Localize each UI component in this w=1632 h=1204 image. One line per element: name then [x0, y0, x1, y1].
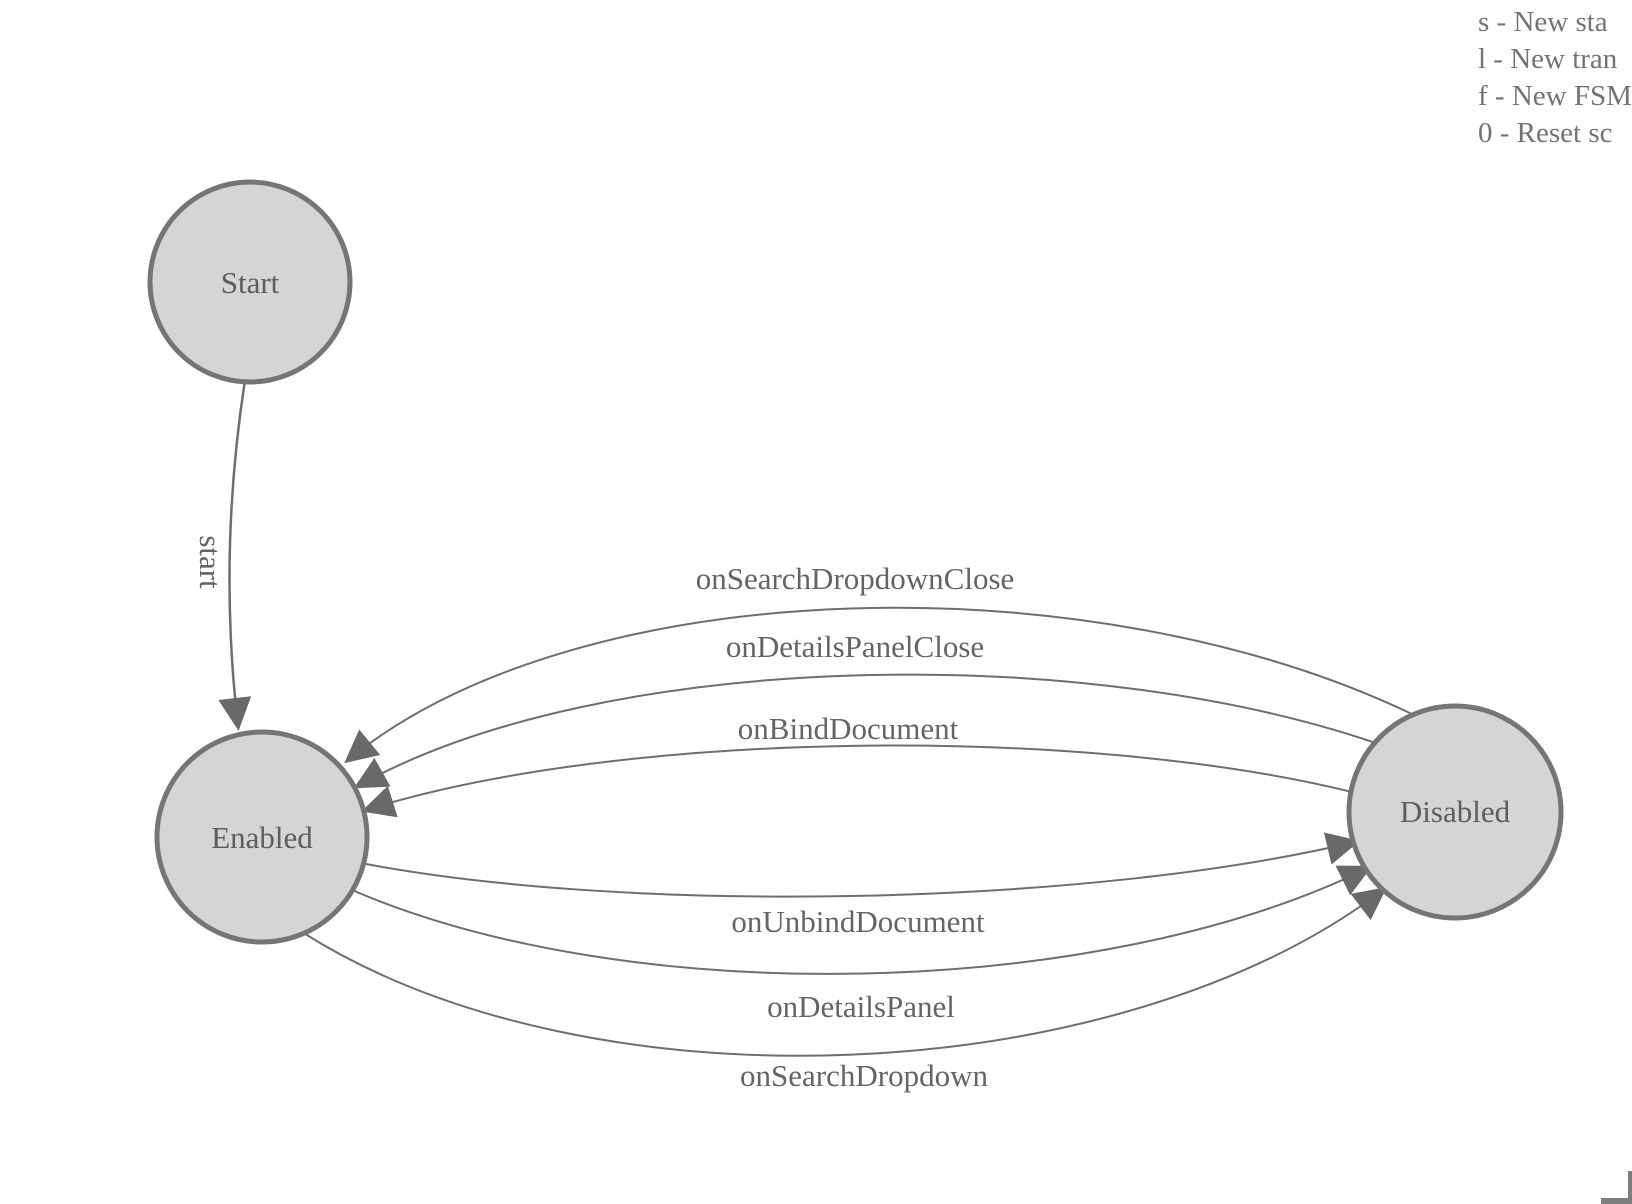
state-label-disabled: Disabled [1400, 794, 1511, 829]
transition-label-onbinddocument: onBindDocument [738, 711, 959, 746]
legend-line-new-transition: l - New tran [1478, 43, 1618, 75]
legend-line-new-fsm: f - New FSM [1478, 80, 1632, 112]
state-label-enabled: Enabled [211, 820, 313, 855]
transition-edge-ondetailspanel[interactable] [351, 865, 1373, 975]
transition-label-onsearchdropdown: onSearchDropdown [740, 1058, 988, 1093]
transition-label-ondetailspanel: onDetailsPanel [767, 989, 955, 1024]
clipped-object-corner-vertical [1628, 1171, 1632, 1204]
shortcut-legend: s - New sta l - New tran f - New FSM 0 -… [1478, 4, 1632, 152]
state-node-start[interactable] [147, 179, 353, 385]
transition-label-onunbinddocument: onUnbindDocument [731, 904, 985, 939]
legend-line-new-state: s - New sta [1478, 6, 1608, 38]
state-node-enabled[interactable] [154, 729, 370, 945]
transition-edge-onsearchdropdownclose[interactable] [344, 606, 1421, 764]
transition-edge-onunbinddocument[interactable] [365, 832, 1360, 898]
transition-edge-start[interactable] [218, 379, 252, 731]
transition-label-ondetailspanelclose: onDetailsPanelClose [726, 629, 984, 664]
clipped-object-corner-horizontal [1601, 1198, 1632, 1204]
state-label-start: Start [221, 265, 280, 300]
transition-edge-ondetailspanelclose[interactable] [353, 673, 1391, 789]
state-node-disabled[interactable] [1346, 703, 1564, 921]
transition-label-onsearchdropdownclose: onSearchDropdownClose [696, 561, 1015, 596]
transition-edge-onsearchdropdown[interactable] [301, 887, 1387, 1057]
transition-label-start: start [193, 535, 228, 589]
transition-edge-onbinddocument[interactable] [361, 744, 1353, 818]
legend-line-reset: 0 - Reset sc [1478, 117, 1613, 149]
